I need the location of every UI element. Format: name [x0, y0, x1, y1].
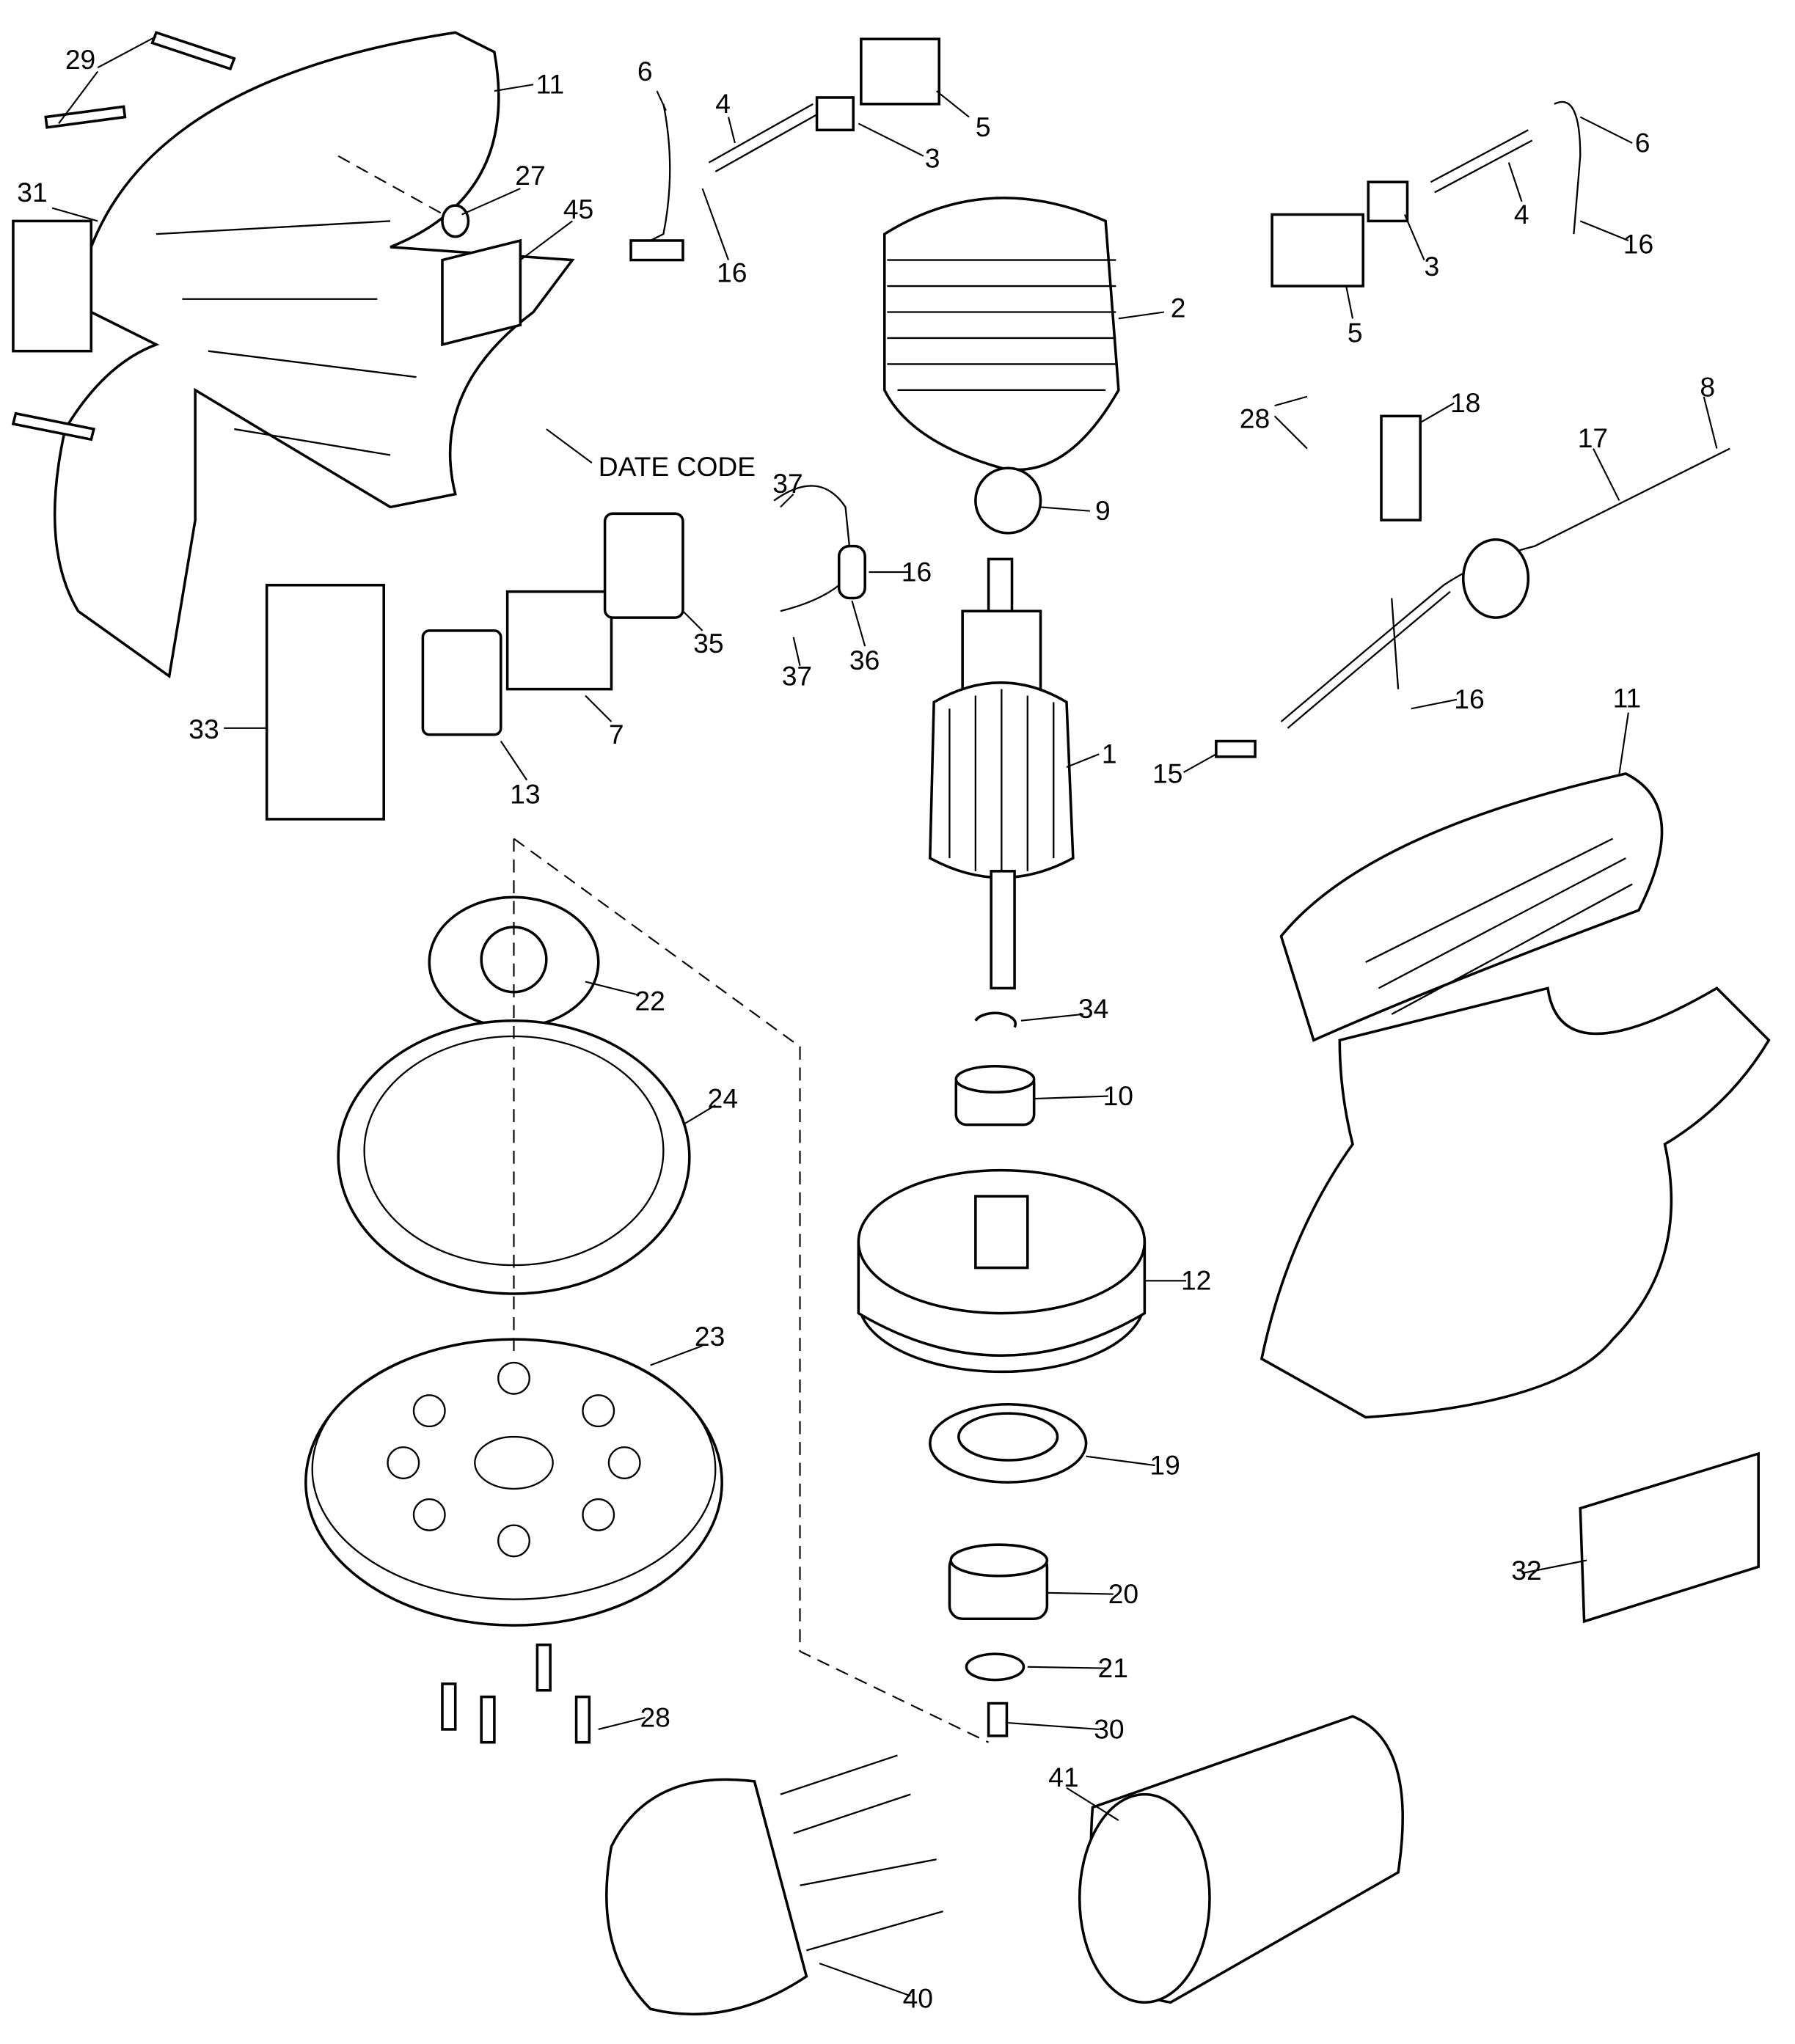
callout-19: 19 — [1149, 1449, 1180, 1480]
callout-5: 5 — [1348, 317, 1363, 348]
callout-41: 41 — [1048, 1762, 1078, 1792]
callout-34: 34 — [1078, 993, 1108, 1024]
field-stator — [882, 197, 1120, 472]
housing-half — [53, 31, 575, 679]
callout-11: 11 — [1613, 682, 1642, 713]
callout-18: 18 — [1450, 387, 1480, 418]
callout-37: 37 — [772, 468, 803, 499]
armature — [929, 557, 1075, 990]
callout-11: 11 — [536, 69, 565, 100]
callout-15: 15 — [1152, 758, 1182, 788]
callout-45: 45 — [563, 194, 593, 224]
bearing-10 — [954, 1065, 1036, 1127]
callout-labels: 29 11 31 27 45 DATE CODE 6 4 5 3 16 2 6 … — [17, 44, 1715, 2013]
screws-29 — [11, 31, 236, 442]
assembled-sander — [1260, 772, 1771, 1419]
fan — [857, 1168, 1147, 1374]
leader-lines — [51, 35, 1718, 1997]
sanding-pad-23 — [304, 1338, 723, 1627]
dust-adapter-41 — [1078, 1715, 1404, 2004]
callout-17: 17 — [1578, 422, 1608, 453]
callout-4: 4 — [1514, 199, 1529, 230]
screws-28-pad — [441, 1643, 591, 1744]
brush-assembly-left — [629, 37, 941, 262]
callout-2: 2 — [1171, 293, 1186, 323]
callout-1: 1 — [1102, 739, 1117, 769]
callout-8: 8 — [1700, 372, 1715, 403]
commutator-9 — [974, 466, 1042, 535]
ring-34 — [974, 1011, 1017, 1028]
callout-22: 22 — [635, 986, 665, 1016]
callout-35: 35 — [693, 628, 723, 659]
callout-40: 40 — [903, 1982, 933, 2013]
nut-19 — [929, 1402, 1088, 1484]
callout-27: 27 — [515, 160, 545, 191]
callout-36: 36 — [849, 645, 880, 675]
callout-13: 13 — [510, 779, 540, 810]
pad-22 — [428, 895, 600, 1029]
callout-6: 6 — [637, 56, 653, 87]
callout-30: 30 — [1094, 1713, 1124, 1744]
callout-28: 28 — [640, 1701, 670, 1732]
plate-45 — [441, 238, 522, 347]
callout-3: 3 — [925, 143, 940, 174]
callout-20: 20 — [1108, 1578, 1138, 1609]
callout-7: 7 — [609, 719, 624, 750]
callout-31: 31 — [17, 177, 47, 208]
washer-21 — [965, 1652, 1026, 1682]
callout-16: 16 — [902, 556, 932, 587]
screw-30 — [987, 1701, 1009, 1737]
callout-33: 33 — [189, 714, 219, 744]
callout-5: 5 — [976, 111, 991, 142]
callout-23: 23 — [695, 1321, 725, 1352]
power-cord — [1215, 414, 1730, 758]
callout-9: 9 — [1095, 495, 1111, 526]
callout-28: 28 — [1240, 403, 1270, 433]
callout-32: 32 — [1511, 1555, 1541, 1586]
callout-10: 10 — [1103, 1080, 1133, 1111]
callout-24: 24 — [708, 1083, 738, 1114]
callout-29: 29 — [65, 44, 95, 75]
dust-canister-40 — [605, 1754, 943, 2016]
bearing-20 — [948, 1543, 1049, 1621]
brush-assembly-right — [1271, 100, 1582, 287]
callout-16: 16 — [717, 257, 747, 288]
label-32 — [1579, 1451, 1760, 1624]
callout-6: 6 — [1635, 127, 1650, 158]
callout-12: 12 — [1181, 1265, 1211, 1296]
callout-16: 16 — [1623, 229, 1653, 260]
callout-3: 3 — [1425, 251, 1440, 282]
callout-16: 16 — [1454, 684, 1484, 714]
callout-37: 37 — [782, 660, 812, 691]
callout-21: 21 — [1098, 1652, 1128, 1683]
date-code-label: DATE CODE — [599, 451, 756, 482]
label-31 — [12, 219, 93, 353]
assembly-line — [513, 838, 990, 1743]
callout-4: 4 — [715, 88, 731, 119]
switch-parts — [265, 485, 866, 821]
pin-27 — [441, 204, 470, 238]
